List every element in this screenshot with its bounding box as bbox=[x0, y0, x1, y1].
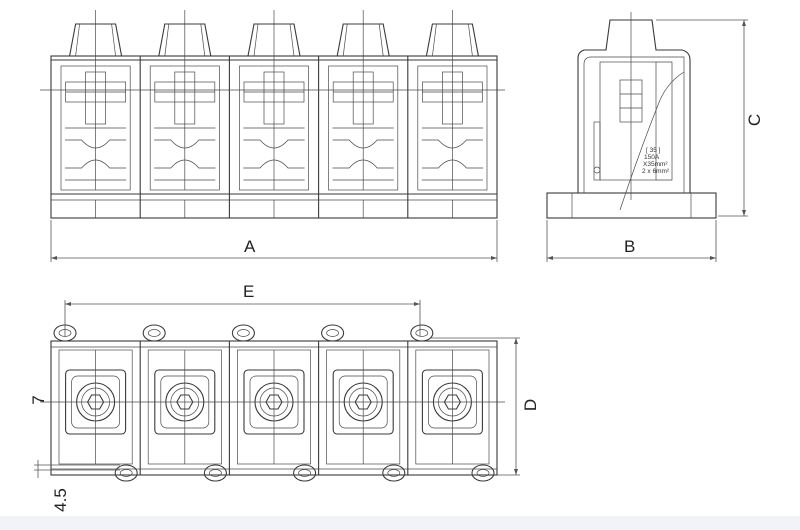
top-housing bbox=[50, 340, 498, 476]
label-E: E bbox=[243, 282, 254, 301]
dimension-A: A bbox=[50, 220, 498, 262]
front-module bbox=[228, 10, 309, 218]
dimension-B: B bbox=[546, 220, 717, 262]
mounting-ear bbox=[382, 464, 406, 482]
mounting-ear bbox=[321, 324, 345, 342]
dimension-C: C bbox=[656, 19, 764, 217]
mounting-ear bbox=[471, 464, 495, 482]
mounting-ear bbox=[114, 464, 138, 482]
label-B: B bbox=[624, 237, 635, 256]
label-D: D bbox=[521, 399, 540, 411]
front-modules bbox=[60, 10, 488, 218]
mounting-ear bbox=[142, 324, 166, 342]
top-view bbox=[40, 324, 505, 482]
front-module bbox=[407, 10, 488, 218]
mounting-ear bbox=[410, 324, 434, 342]
mounting-ear bbox=[203, 464, 227, 482]
front-view bbox=[40, 10, 505, 219]
top-module bbox=[228, 324, 317, 482]
label-C: C bbox=[745, 114, 764, 126]
bottom-strip bbox=[0, 516, 800, 530]
top-module bbox=[318, 324, 406, 482]
mounting-ear bbox=[231, 324, 255, 342]
side-label-2: 150A bbox=[644, 154, 660, 161]
dimension-E: E bbox=[64, 282, 421, 336]
side-view: [ 35 ] 150A X35mm² 2 x 6mm² bbox=[546, 12, 717, 219]
side-body bbox=[577, 19, 691, 194]
label-A: A bbox=[244, 237, 256, 256]
side-label-1: [ 35 ] bbox=[646, 147, 661, 154]
dimension-7-4.5: 7 4.5 bbox=[29, 395, 120, 512]
top-module bbox=[407, 324, 495, 482]
top-modules bbox=[53, 324, 495, 482]
top-module bbox=[53, 324, 138, 482]
front-module bbox=[318, 10, 399, 218]
label-7: 7 bbox=[29, 395, 48, 404]
top-module bbox=[139, 324, 227, 482]
label-4.5: 4.5 bbox=[51, 488, 70, 512]
side-label-3: X35mm² bbox=[643, 161, 668, 168]
front-module bbox=[60, 10, 131, 218]
side-label-4: 2 x 6mm² bbox=[642, 168, 670, 175]
mounting-ear bbox=[293, 464, 317, 482]
front-module bbox=[139, 10, 220, 218]
dimension-D: D bbox=[430, 337, 540, 476]
